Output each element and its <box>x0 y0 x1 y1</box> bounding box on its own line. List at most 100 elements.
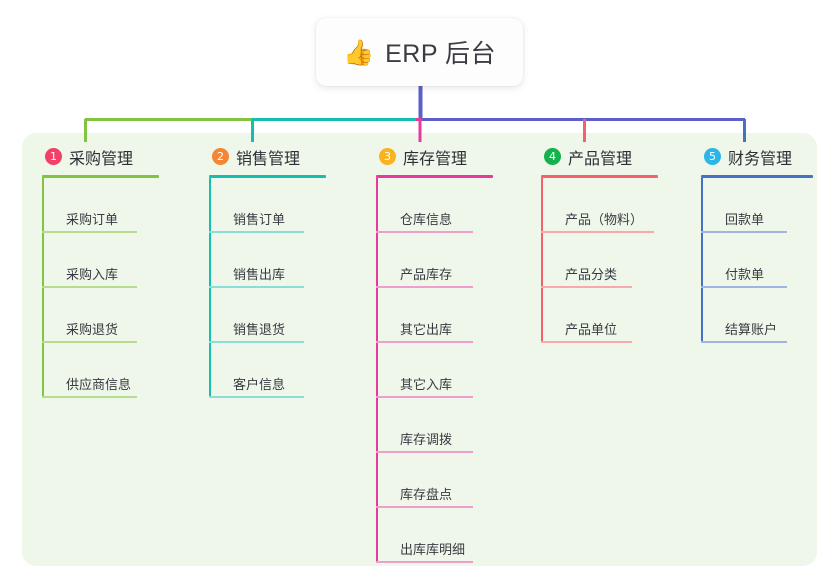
branch-column-2: 2 销售管理 销售订单 销售出库 销售退货 客户信息 <box>209 144 326 398</box>
leaf-rule <box>376 341 473 343</box>
leaf-label: 其它入库 <box>400 377 453 392</box>
leaf-label: 结算账户 <box>725 322 778 337</box>
leaf-rule <box>701 286 787 288</box>
leaf-label: 客户信息 <box>233 377 286 392</box>
leaf-item[interactable]: 产品分类 <box>541 233 658 288</box>
leaf-item[interactable]: 产品库存 <box>376 233 493 288</box>
leaf-label: 销售出库 <box>233 267 286 282</box>
branch-title-1: 采购管理 <box>69 150 134 168</box>
leaf-rule <box>701 341 787 343</box>
leaf-item[interactable]: 采购订单 <box>42 178 159 233</box>
leaf-label: 销售退货 <box>233 322 286 337</box>
leaf-item[interactable]: 产品（物料） <box>541 178 658 233</box>
leaf-rule <box>376 506 473 508</box>
branch-header-rule-3 <box>376 175 493 178</box>
branch-leaf-list-5: 回款单 付款单 结算账户 <box>701 178 813 343</box>
leaf-label: 回款单 <box>725 212 765 227</box>
leaf-label: 采购退货 <box>66 322 119 337</box>
leaf-rule <box>376 396 473 398</box>
leaf-item[interactable]: 产品单位 <box>541 288 658 343</box>
leaf-item[interactable]: 采购入库 <box>42 233 159 288</box>
leaf-item[interactable]: 其它入库 <box>376 343 493 398</box>
leaf-label: 仓库信息 <box>400 212 453 227</box>
leaf-rule <box>701 231 787 233</box>
branch-badge-3: 3 <box>379 148 396 165</box>
leaf-item[interactable]: 销售订单 <box>209 178 326 233</box>
leaf-rule <box>42 286 137 288</box>
leaf-rule <box>42 341 137 343</box>
branch-header-rule-1 <box>42 175 159 178</box>
root-node-card[interactable]: 👍 ERP 后台 <box>316 18 523 86</box>
diagram-panel-background <box>22 133 817 566</box>
leaf-rule <box>541 341 632 343</box>
leaf-rule <box>376 286 473 288</box>
leaf-label: 库存盘点 <box>400 487 453 502</box>
branch-title-3: 库存管理 <box>403 150 468 168</box>
branch-header-4[interactable]: 4 产品管理 <box>541 144 658 169</box>
branch-title-5: 财务管理 <box>728 150 793 168</box>
branch-column-3: 3 库存管理 仓库信息 产品库存 其它出库 其它入库 库存调拨 <box>376 144 493 563</box>
leaf-item[interactable]: 其它出库 <box>376 288 493 343</box>
leaf-label: 其它出库 <box>400 322 453 337</box>
branch-title-2: 销售管理 <box>236 150 301 168</box>
leaf-label: 产品库存 <box>400 267 453 282</box>
leaf-label: 采购订单 <box>66 212 119 227</box>
branch-header-rule-2 <box>209 175 326 178</box>
leaf-rule <box>42 231 137 233</box>
branch-spine-3 <box>376 178 378 563</box>
branch-badge-1: 1 <box>45 148 62 165</box>
branch-header-3[interactable]: 3 库存管理 <box>376 144 493 169</box>
leaf-rule <box>209 231 304 233</box>
branch-header-1[interactable]: 1 采购管理 <box>42 144 159 169</box>
leaf-rule <box>42 396 137 398</box>
leaf-item[interactable]: 采购退货 <box>42 288 159 343</box>
leaf-item[interactable]: 付款单 <box>701 233 813 288</box>
branch-leaf-list-3: 仓库信息 产品库存 其它出库 其它入库 库存调拨 库存盘点 <box>376 178 493 563</box>
root-node-title: ERP 后台 <box>385 40 497 68</box>
leaf-item[interactable]: 回款单 <box>701 178 813 233</box>
leaf-item[interactable]: 库存调拨 <box>376 398 493 453</box>
leaf-rule <box>376 561 473 563</box>
leaf-label: 供应商信息 <box>66 377 132 392</box>
leaf-item[interactable]: 库存盘点 <box>376 453 493 508</box>
branch-header-5[interactable]: 5 财务管理 <box>701 144 813 169</box>
branch-leaf-list-4: 产品（物料） 产品分类 产品单位 <box>541 178 658 343</box>
leaf-label: 产品分类 <box>565 267 618 282</box>
leaf-label: 采购入库 <box>66 267 119 282</box>
branch-title-4: 产品管理 <box>568 150 633 168</box>
leaf-item[interactable]: 结算账户 <box>701 288 813 343</box>
leaf-rule <box>209 286 304 288</box>
branch-spine-2 <box>209 178 211 398</box>
branch-badge-2: 2 <box>212 148 229 165</box>
branch-spine-4 <box>541 178 543 343</box>
branch-column-1: 1 采购管理 采购订单 采购入库 采购退货 供应商信息 <box>42 144 159 398</box>
branch-badge-5: 5 <box>704 148 721 165</box>
leaf-label: 销售订单 <box>233 212 286 227</box>
leaf-item[interactable]: 出库库明细 <box>376 508 493 563</box>
leaf-rule <box>376 231 473 233</box>
leaf-item[interactable]: 客户信息 <box>209 343 326 398</box>
leaf-label: 产品（物料） <box>565 212 644 227</box>
leaf-label: 付款单 <box>725 267 765 282</box>
thumbs-up-icon: 👍 <box>342 38 375 67</box>
branch-header-rule-4 <box>541 175 658 178</box>
branch-leaf-list-1: 采购订单 采购入库 采购退货 供应商信息 <box>42 178 159 398</box>
leaf-rule <box>541 231 654 233</box>
branch-header-2[interactable]: 2 销售管理 <box>209 144 326 169</box>
branch-leaf-list-2: 销售订单 销售出库 销售退货 客户信息 <box>209 178 326 398</box>
leaf-label: 出库库明细 <box>400 542 466 557</box>
leaf-item[interactable]: 销售退货 <box>209 288 326 343</box>
leaf-item[interactable]: 供应商信息 <box>42 343 159 398</box>
branch-badge-4: 4 <box>544 148 561 165</box>
leaf-rule <box>209 341 304 343</box>
branch-spine-5 <box>701 178 703 343</box>
leaf-item[interactable]: 仓库信息 <box>376 178 493 233</box>
leaf-label: 产品单位 <box>565 322 618 337</box>
leaf-rule <box>209 396 304 398</box>
branch-column-5: 5 财务管理 回款单 付款单 结算账户 <box>701 144 813 343</box>
branch-spine-1 <box>42 178 44 398</box>
branch-header-rule-5 <box>701 175 813 178</box>
leaf-item[interactable]: 销售出库 <box>209 233 326 288</box>
leaf-label: 库存调拨 <box>400 432 453 447</box>
